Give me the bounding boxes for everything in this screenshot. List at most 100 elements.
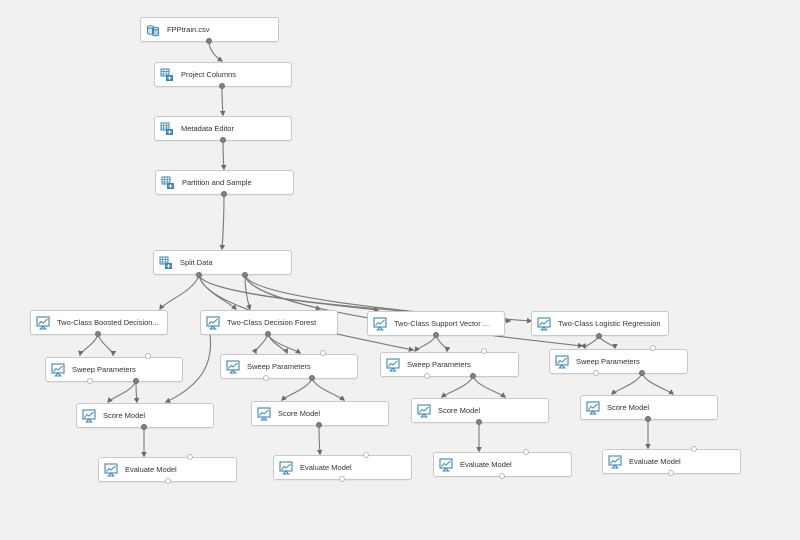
- model-icon: [373, 316, 387, 331]
- connection-wire: [219, 193, 226, 251]
- module-label: Evaluate Model: [300, 463, 352, 472]
- module-sweep-parameters[interactable]: Sweep Parameters: [220, 354, 358, 379]
- module-label: Score Model: [278, 409, 321, 418]
- connection-wire: [440, 375, 474, 398]
- connection-wire: [414, 334, 437, 353]
- output-port[interactable]: [206, 38, 212, 44]
- input-port[interactable]: [87, 378, 93, 384]
- module-label: Two-Class Decision Forest: [227, 318, 317, 327]
- output-port[interactable]: [476, 419, 482, 425]
- input-port[interactable]: [523, 449, 529, 455]
- connection-wire: [159, 274, 200, 311]
- input-port[interactable]: [650, 345, 656, 351]
- connection-wire: [311, 377, 346, 401]
- module-sweep-parameters[interactable]: Sweep Parameters: [549, 349, 688, 374]
- connection-wire: [641, 372, 675, 395]
- model-icon: [439, 457, 453, 472]
- module-label: Sweep Parameters: [72, 365, 136, 374]
- model-icon: [206, 315, 220, 330]
- module-label: Metadata Editor: [181, 124, 234, 133]
- input-port[interactable]: [593, 370, 599, 376]
- model-icon: [555, 354, 569, 369]
- input-port[interactable]: [481, 348, 487, 354]
- output-port[interactable]: [645, 416, 651, 422]
- connection-wire: [267, 333, 289, 355]
- model-icon: [226, 359, 240, 374]
- connection-wire: [610, 372, 643, 395]
- module-label: Split Data: [180, 258, 213, 267]
- module-evaluate-model[interactable]: Evaluate Model: [602, 449, 741, 474]
- module-label: Partition and Sample: [182, 178, 252, 187]
- module-label: Evaluate Model: [125, 465, 177, 474]
- module-two-class-boosted-decision-tree[interactable]: Two-Class Boosted Decision...: [30, 310, 168, 335]
- module-score-model[interactable]: Score Model: [580, 395, 718, 420]
- module-icon: [160, 122, 174, 136]
- module-label: Sweep Parameters: [247, 362, 311, 371]
- input-port[interactable]: [145, 353, 151, 359]
- module-label: Evaluate Model: [460, 460, 512, 469]
- input-port[interactable]: [691, 446, 697, 452]
- module-label: Evaluate Model: [629, 457, 681, 466]
- connection-wire: [208, 40, 224, 62]
- module-score-model[interactable]: Score Model: [251, 401, 389, 426]
- module-sweep-parameters[interactable]: Sweep Parameters: [380, 352, 519, 377]
- output-port[interactable]: [639, 370, 645, 376]
- module-evaluate-model[interactable]: Evaluate Model: [273, 455, 412, 480]
- connection-wire: [244, 274, 322, 311]
- input-port[interactable]: [263, 375, 269, 381]
- model-icon: [386, 357, 400, 372]
- connection-wire: [107, 380, 137, 404]
- connection-wire: [267, 333, 302, 354]
- model-icon: [279, 460, 293, 475]
- output-port[interactable]: [196, 272, 202, 278]
- input-port[interactable]: [165, 478, 171, 484]
- connection-wire: [133, 380, 140, 404]
- module-icon: [160, 68, 174, 82]
- model-icon: [586, 400, 600, 415]
- input-port[interactable]: [363, 452, 369, 458]
- module-evaluate-model[interactable]: Evaluate Model: [98, 457, 237, 482]
- module-sweep-parameters[interactable]: Sweep Parameters: [45, 357, 183, 382]
- model-icon: [537, 316, 551, 331]
- input-port[interactable]: [499, 473, 505, 479]
- module-split-data[interactable]: Split Data: [153, 250, 292, 275]
- module-project-columns[interactable]: Project Columns: [154, 62, 292, 87]
- connection-wire: [198, 274, 238, 310]
- output-port[interactable]: [95, 331, 101, 337]
- connection-wire: [316, 424, 323, 456]
- model-icon: [257, 406, 271, 421]
- connection-wire: [244, 274, 252, 311]
- module-label: Sweep Parameters: [407, 360, 471, 369]
- module-partition-and-sample[interactable]: Partition and Sample: [155, 170, 294, 195]
- module-two-class-support-vector-machine[interactable]: Two-Class Support Vector ...: [367, 311, 505, 336]
- input-port[interactable]: [424, 373, 430, 379]
- model-icon: [36, 315, 50, 330]
- output-port[interactable]: [219, 83, 225, 89]
- connection-wire: [78, 333, 99, 357]
- output-port[interactable]: [265, 331, 271, 337]
- output-port[interactable]: [309, 375, 315, 381]
- input-port[interactable]: [668, 470, 674, 476]
- input-port[interactable]: [187, 454, 193, 460]
- output-port[interactable]: [133, 378, 139, 384]
- module-label: FPPtrain.csv: [167, 25, 210, 34]
- output-port[interactable]: [141, 424, 147, 430]
- module-label: Two-Class Boosted Decision...: [57, 318, 159, 327]
- module-label: Score Model: [607, 403, 650, 412]
- output-port[interactable]: [433, 332, 439, 338]
- connection-wire: [97, 333, 117, 357]
- output-port[interactable]: [316, 422, 322, 428]
- output-port[interactable]: [221, 191, 227, 197]
- output-port[interactable]: [242, 272, 248, 278]
- output-port[interactable]: [220, 137, 226, 143]
- output-port[interactable]: [596, 333, 602, 339]
- model-icon: [51, 362, 65, 377]
- connection-wire: [220, 139, 227, 171]
- input-port[interactable]: [339, 476, 345, 482]
- model-icon: [417, 403, 431, 418]
- input-port[interactable]: [320, 350, 326, 356]
- module-score-model[interactable]: Score Model: [76, 403, 214, 428]
- model-icon: [608, 454, 622, 469]
- output-port[interactable]: [470, 373, 476, 379]
